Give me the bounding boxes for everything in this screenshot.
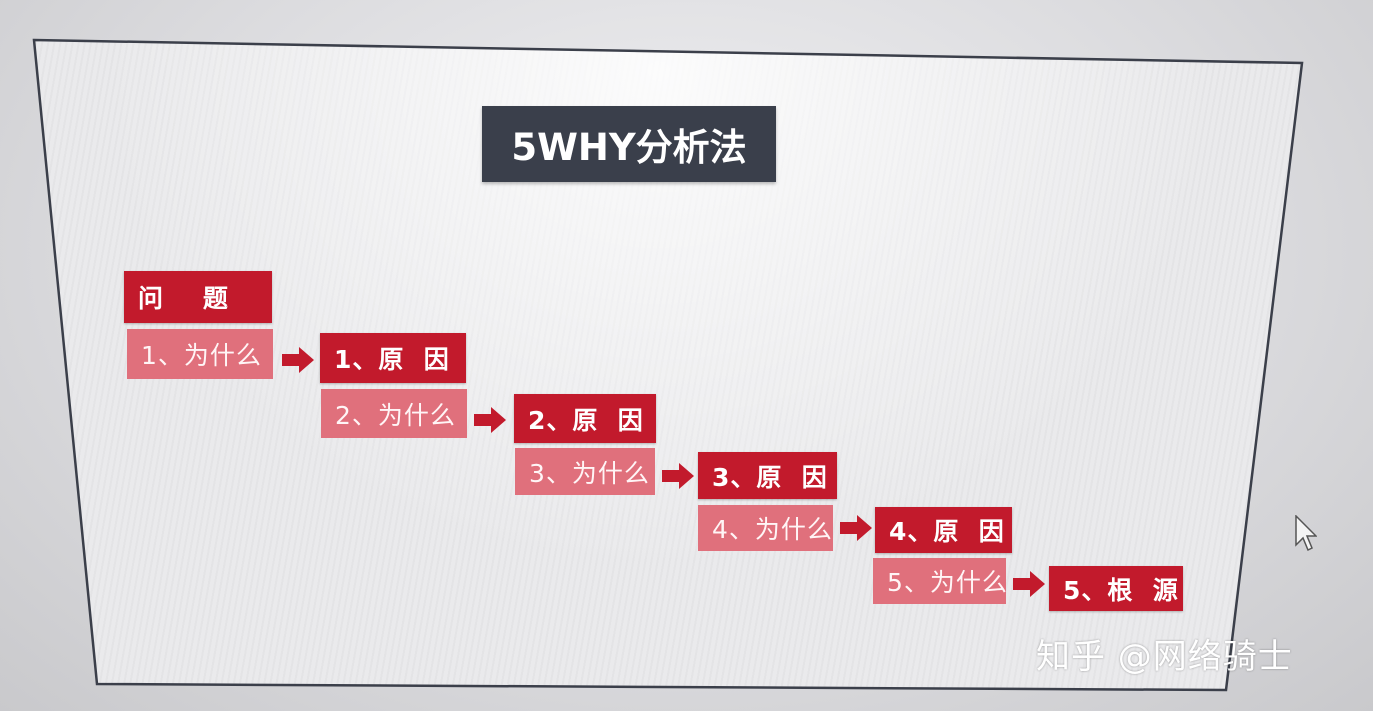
arrow-right-icon <box>1013 571 1045 597</box>
why-1-box: 1、为什么 <box>127 329 273 379</box>
arrow-right-icon <box>474 407 506 433</box>
why-3-box: 3、为什么 <box>515 448 655 495</box>
cause-4-box: 4、原 因 <box>875 507 1012 553</box>
arrow-right-icon <box>282 347 314 373</box>
arrow-right-icon <box>840 515 872 541</box>
arrow-right-icon <box>662 463 694 489</box>
cause-2-box: 2、原 因 <box>514 394 656 443</box>
cause-3-box: 3、原 因 <box>698 452 837 499</box>
watermark: 知乎 @网络骑士 <box>1036 637 1293 677</box>
why-5-box: 5、为什么 <box>873 558 1007 604</box>
cause-1-box: 1、原 因 <box>320 333 466 383</box>
diagram-title: 5WHY分析法 <box>482 106 776 182</box>
root-cause-box: 5、根 源 <box>1049 566 1183 611</box>
mouse-cursor-icon <box>1295 515 1317 552</box>
problem-box: 问 题 <box>124 271 272 323</box>
why-4-box: 4、为什么 <box>698 505 833 551</box>
why-2-box: 2、为什么 <box>321 389 467 438</box>
